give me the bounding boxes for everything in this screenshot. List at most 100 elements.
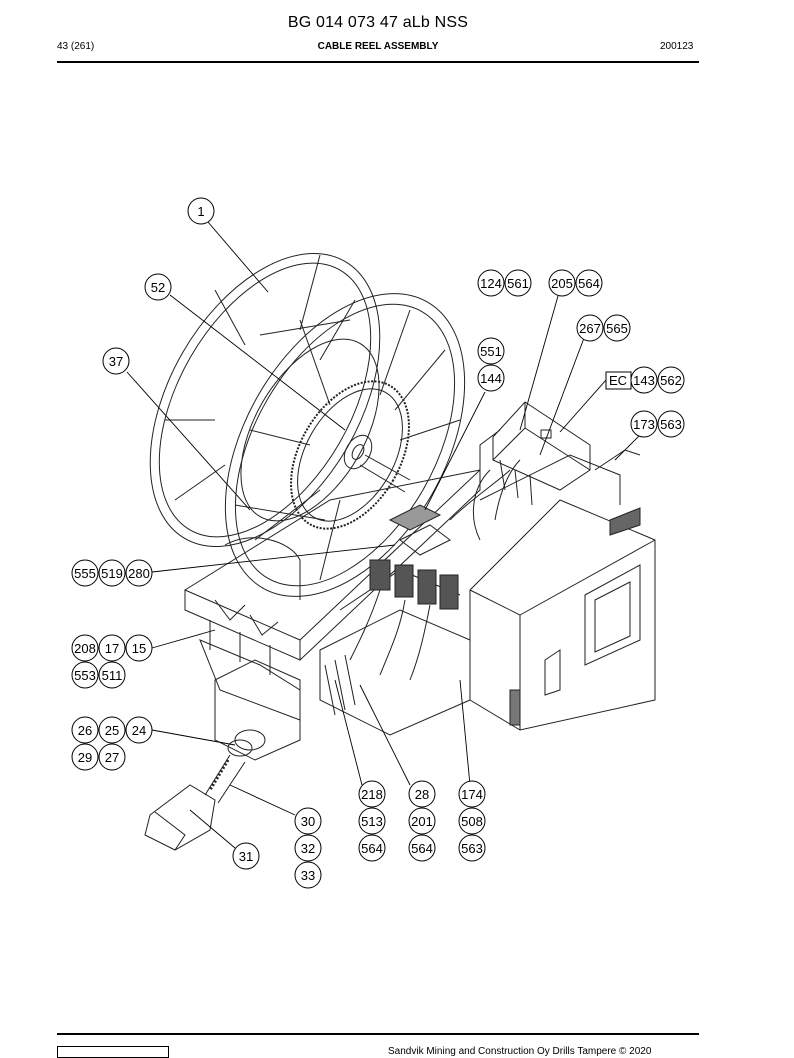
callout-27: 27 (105, 750, 119, 765)
callout-519-circle (98, 559, 126, 587)
footer-copyright: Sandvik Mining and Construction Oy Drill… (388, 1046, 652, 1057)
callout-280-circle (125, 559, 153, 587)
callout-562: 562 (660, 373, 682, 388)
callout-27-circle (98, 743, 126, 771)
callout-519: 519 (101, 566, 123, 581)
callout-280: 280 (128, 566, 150, 581)
callout-31-circle (232, 842, 260, 870)
callout-52-circle (144, 273, 172, 301)
callout-1: 1 (197, 204, 204, 219)
callout-563b-circle (458, 834, 486, 862)
callout-551: 551 (480, 344, 502, 359)
callout-ec: EC (609, 373, 627, 388)
callout-31: 31 (239, 849, 253, 864)
callout-555: 555 (74, 566, 96, 581)
callout-218: 218 (361, 787, 383, 802)
callout-564: 564 (578, 276, 600, 291)
callout-15-circle (125, 634, 153, 662)
callout-124: 124 (480, 276, 502, 291)
callout-26-circle (71, 716, 99, 744)
callout-555-circle (71, 559, 99, 587)
date-code: 200123 (660, 41, 694, 52)
callout-205: 205 (551, 276, 573, 291)
callout-17-circle (98, 634, 126, 662)
callout-201: 201 (411, 814, 433, 829)
callout-564c: 564 (411, 841, 433, 856)
callout-208: 208 (74, 641, 96, 656)
callout-173: 173 (633, 417, 655, 432)
callout-551-circle (477, 337, 505, 365)
callout-563-circle (657, 410, 685, 438)
callout-33: 33 (301, 868, 315, 883)
callout-24-circle (125, 716, 153, 744)
callout-513: 513 (361, 814, 383, 829)
junction-box (492, 401, 591, 506)
callout-124-circle (477, 269, 505, 297)
callout-173-circle (630, 410, 658, 438)
reel-front-flange (224, 293, 466, 597)
callout-17: 17 (105, 641, 119, 656)
brand-logo (57, 1046, 169, 1058)
page-number: 43 (261) (57, 41, 95, 52)
electrical-cabinet (469, 449, 656, 731)
callout-25: 25 (105, 723, 119, 738)
callout-218-circle (358, 780, 386, 808)
callout-205-circle (548, 269, 576, 297)
sprocket-gear (290, 380, 411, 530)
callout-26: 26 (78, 723, 92, 738)
hoses (449, 429, 521, 541)
callout-553: 553 (74, 668, 96, 683)
header-rule (57, 61, 699, 63)
callout-267-circle (576, 314, 604, 342)
callout-174: 174 (461, 787, 483, 802)
callout-15: 15 (132, 641, 146, 656)
section-title: CABLE REEL ASSEMBLY (317, 41, 439, 52)
callout-30: 30 (301, 814, 315, 829)
callout-174-circle (458, 780, 486, 808)
callout-564-circle (575, 269, 603, 297)
callout-29: 29 (78, 750, 92, 765)
valve-block (319, 504, 471, 736)
callout-564b: 564 (361, 841, 383, 856)
callout-508: 508 (461, 814, 483, 829)
callout-563b: 563 (461, 841, 483, 856)
callout-28: 28 (415, 787, 429, 802)
callout-513-circle (358, 807, 386, 835)
callout-144-circle (477, 364, 505, 392)
footer-rule (57, 1033, 699, 1035)
leader-lines (126, 221, 641, 849)
callout-565: 565 (606, 321, 628, 336)
callout-30-circle (294, 807, 322, 835)
callout-143: 143 (633, 373, 655, 388)
callout-565-circle (603, 314, 631, 342)
callout-553-circle (71, 661, 99, 689)
callout-511: 511 (102, 668, 123, 683)
callout-28-circle (408, 780, 436, 808)
callout-144: 144 (480, 371, 502, 386)
callout-511-circle (98, 661, 126, 689)
callout-32: 32 (301, 841, 315, 856)
callout-32-circle (294, 834, 322, 862)
callout-267: 267 (579, 321, 601, 336)
cable-connector (144, 659, 301, 851)
callout-561-circle (504, 269, 532, 297)
callout-564c-circle (408, 834, 436, 862)
callout-562-circle (657, 366, 685, 394)
document-title: BG 014 073 47 aLb NSS (287, 14, 469, 31)
callout-37: 37 (109, 354, 123, 369)
callout-25-circle (98, 716, 126, 744)
callout-24: 24 (132, 723, 146, 738)
callout-52: 52 (151, 280, 165, 295)
callout-561: 561 (507, 276, 529, 291)
callout-33-circle (294, 861, 322, 889)
callout-564b-circle (358, 834, 386, 862)
callout-563: 563 (660, 417, 682, 432)
ec-label-box (605, 371, 632, 390)
callout-201-circle (408, 807, 436, 835)
callout-208-circle (71, 634, 99, 662)
callout-508-circle (458, 807, 486, 835)
reel-drum (234, 319, 380, 522)
callout-37-circle (102, 347, 130, 375)
callout-1-circle (187, 197, 215, 225)
